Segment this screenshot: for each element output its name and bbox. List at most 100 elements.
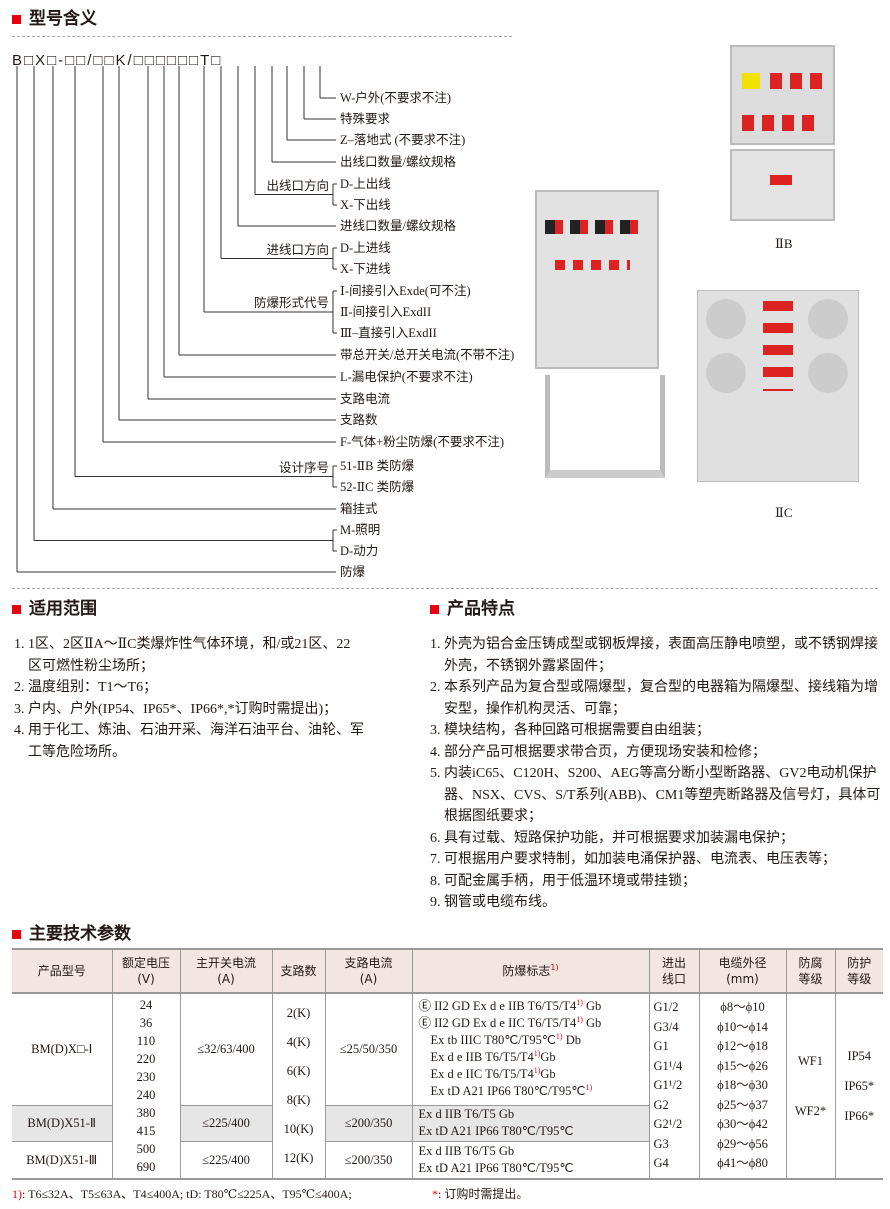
model-tree-lines xyxy=(16,66,337,573)
tree-label: L-漏电保护(不要求不注) xyxy=(340,370,473,384)
branch-count: 10(K) xyxy=(283,1122,314,1136)
product-photo-floor-cabinet xyxy=(530,190,665,480)
list-item: 2. 本系列产品为复合型或隔爆型，复合型的电器箱为隔爆型、接线箱为增安型，操作机… xyxy=(430,680,878,717)
footnote-mark: 1) xyxy=(12,1187,22,1201)
voltage-value: 415 xyxy=(136,1124,156,1138)
section-title-scope: 适用范围 xyxy=(12,600,97,618)
branch-count: 2(K) xyxy=(286,1006,311,1020)
model-cell: BM(D)X51-Ⅱ xyxy=(12,1105,112,1142)
tree-label: 特殊要求 xyxy=(340,112,391,126)
ex-mark: Ⓔ II2 GD Ex d e IIB T6/T5/T41) Gb xyxy=(418,998,602,1014)
ex-mark-cell: Ex d IIB T6/T5 Gb Ex tD A21 IP66 T80℃/T95… xyxy=(411,1141,649,1179)
branch-count: 6(K) xyxy=(286,1064,311,1078)
cable-od-value: ϕ18～ϕ30 xyxy=(717,1078,768,1093)
tree-label: 防爆 xyxy=(340,565,366,579)
ex-mark: Ex d IIB T6/T5 Gb xyxy=(418,1107,515,1121)
anticorrosion-value: WF2* xyxy=(794,1104,827,1118)
voltage-value: 220 xyxy=(136,1052,156,1066)
port-size: G2¹/2 xyxy=(653,1117,683,1132)
voltage-value: 690 xyxy=(136,1160,156,1174)
port-size: G1 xyxy=(653,1039,669,1054)
column-header: 产品型号 xyxy=(12,949,112,994)
protection-value: IP66* xyxy=(844,1109,875,1123)
caption-iib: ⅡB xyxy=(775,236,793,251)
tree-label: 带总开关/总开关电流(不带不注) xyxy=(340,348,515,362)
spec-table: 产品型号额定电压(V)主开关电流(A)支路数支路电流(A)防爆标志1)进出线口电… xyxy=(12,948,883,1180)
tree-label: W-户外(不要求不注) xyxy=(340,91,452,105)
red-square-icon xyxy=(12,929,21,939)
ex-mark: Ex d IIB T6/T5 Gb xyxy=(418,1143,515,1158)
tree-label: 进线口数量/螺纹规格 xyxy=(340,219,456,233)
cable-od-value: ϕ15～ϕ26 xyxy=(717,1058,768,1073)
tree-label: 支路电流 xyxy=(340,392,391,406)
list-item: 6. 具有过载、短路保护功能，并可根据要求加装漏电保护； xyxy=(430,830,794,846)
features-list: 1. 外壳为铝合金压铸成型或钢板焊接，表面高压静电喷塑，或不锈钢焊接外壳，不锈钢… xyxy=(430,634,885,914)
branch-current-cell: ≤200/350 xyxy=(324,1105,412,1142)
port-size: G4 xyxy=(653,1156,669,1171)
column-header: 支路数 xyxy=(271,949,325,994)
ex-mark: Ex tD A21 IP66 T80℃/T95℃ xyxy=(418,1160,574,1175)
port-size: G2 xyxy=(653,1097,669,1112)
ex-mark: Ex d e IIC T6/T5/T41)Gb xyxy=(430,1066,556,1082)
branches-cell: 2(K)4(K)6(K)8(K)10(K)12(K) xyxy=(271,993,325,1179)
column-header: 防爆标志1) xyxy=(411,949,649,994)
port-size: G1¹/2 xyxy=(653,1078,683,1093)
tree-label: D-上进线 xyxy=(340,241,391,255)
tree-label: 出线口数量/螺纹规格 xyxy=(340,155,456,169)
ex-mark: Ex tD A21 IP66 T80℃/T95℃1) xyxy=(430,1083,593,1099)
branch-current-cell: ≤200/350 xyxy=(324,1141,412,1179)
tree-label: D-动力 xyxy=(340,544,379,558)
column-header: 电缆外径(mm) xyxy=(698,949,786,994)
tree-label: 箱挂式 xyxy=(340,502,378,516)
protection-value: IP54 xyxy=(847,1049,872,1063)
cable-od-value: ϕ29～ϕ56 xyxy=(717,1136,768,1151)
footnote-mark: * xyxy=(432,1187,438,1201)
product-photo-iic xyxy=(697,290,859,482)
tree-label: F-气体+粉尘防爆(不要求不注) xyxy=(340,435,504,449)
port-size: G1/2 xyxy=(653,1000,679,1015)
list-item: 4. 用于化工、炼油、石油开采、海洋石油平台、油轮、军工等危险场所。 xyxy=(14,723,364,760)
red-square-icon xyxy=(430,604,439,614)
list-item: 8. 可配金属手柄，用于低温环境或带挂锁； xyxy=(430,873,696,889)
voltage-value: 24 xyxy=(139,998,153,1012)
cable-od-value: ϕ8～ϕ10 xyxy=(720,1000,765,1015)
list-item: 1. 1区、2区ⅡA～ⅡC类爆炸性气体环境，和/或21区、22区可燃性粉尘场所； xyxy=(14,637,351,674)
list-item: 4. 部分产品可根据要求带合页，方便现场安装和检修； xyxy=(430,744,766,760)
tree-label: D-上出线 xyxy=(340,177,391,191)
cable-od-value: ϕ30～ϕ42 xyxy=(717,1117,768,1132)
divider xyxy=(12,588,878,589)
list-item: 3. 模块结构，各种回路可根据需要自由组装； xyxy=(430,723,710,738)
list-item: 9. 钢管或电缆布线。 xyxy=(430,895,556,910)
port-size: G1¹/4 xyxy=(653,1058,683,1073)
tree-label: Ⅱ-间接引入ExdII xyxy=(340,305,432,319)
branch-current-cell: ≤25/50/350 xyxy=(324,993,412,1106)
footnote-2: *: 订购时需提出。 xyxy=(432,1186,528,1202)
tree-label: Ⅰ-间接引入Exde(可不注) xyxy=(340,284,471,298)
footnote-1: 1): T6≤32A、T5≤63A、T4≤400A; tD: T80℃≤225A… xyxy=(12,1186,352,1202)
tree-label: Z–落地式 (不要求不注) xyxy=(340,133,466,147)
cable-od-value: ϕ25～ϕ37 xyxy=(717,1097,768,1112)
product-photo-iib xyxy=(730,45,835,225)
caption-iic: ⅡC xyxy=(775,505,793,520)
branch-count: 12(K) xyxy=(283,1151,314,1165)
footnote-text: : T6≤32A、T5≤63A、T4≤400A; tD: T80℃≤225A、T… xyxy=(22,1187,352,1201)
column-header: 主开关电流(A) xyxy=(179,949,272,994)
model-code: B□X□-□□/□□K/□□□□□□T□ xyxy=(12,52,223,69)
list-item: 7. 可根据用户要求特制，如加装电涌保护器、电流表、电压表等； xyxy=(430,852,836,867)
section-title-params: 主要技术参数 xyxy=(12,925,131,943)
tree-group-label: 进线口方向 xyxy=(266,242,329,257)
port-size: G3/4 xyxy=(653,1019,679,1034)
anticorrosion-value: WF1 xyxy=(798,1054,823,1068)
tree-label: 支路数 xyxy=(340,413,378,427)
voltage-value: 240 xyxy=(136,1088,156,1102)
model-cell: BM(D)X□-Ⅰ xyxy=(12,993,112,1106)
voltage-value: 110 xyxy=(136,1034,156,1048)
voltage-value: 230 xyxy=(136,1070,156,1084)
voltage-value: 380 xyxy=(136,1106,156,1120)
tree-label: X-下出线 xyxy=(340,198,391,212)
tree-label: M-照明 xyxy=(340,523,381,537)
tree-label: 51-ⅡB 类防爆 xyxy=(340,459,415,473)
